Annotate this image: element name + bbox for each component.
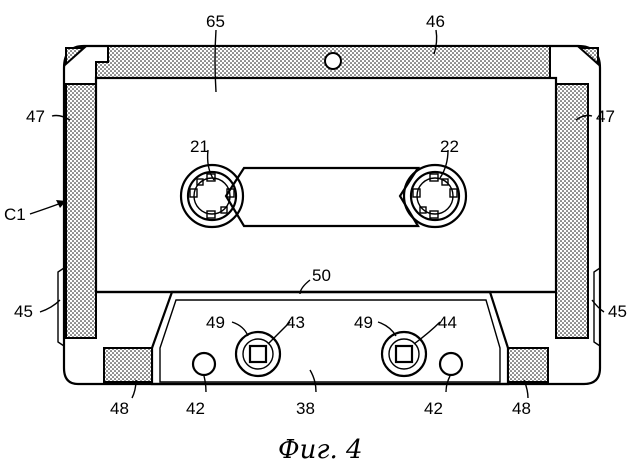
label-47-right: 47: [596, 107, 615, 126]
reel-hub-left: [179, 163, 245, 229]
label-47-left: 47: [26, 107, 45, 126]
bottom-block-left: [103, 347, 153, 383]
bottom-block-right: [507, 347, 549, 383]
label-22: 22: [440, 137, 459, 156]
reel-hub-right: [402, 163, 468, 229]
right-notch: [593, 267, 601, 347]
guide-hole-right: [438, 351, 464, 377]
label-45-right: 45: [608, 302, 627, 321]
leader-lines: [39, 29, 605, 399]
label-49-right: 49: [354, 313, 373, 332]
label-45-left: 45: [14, 302, 33, 321]
label-65: 65: [206, 12, 225, 31]
guide-hole-left: [191, 351, 217, 377]
label-48-right: 48: [512, 399, 531, 418]
left-strip: [65, 83, 97, 339]
left-notch: [57, 267, 65, 347]
label-44: 44: [438, 313, 457, 332]
head-access-inner: [159, 299, 501, 383]
corner-top-left: [65, 47, 87, 67]
label-21: 21: [190, 137, 209, 156]
cassette-outline: [62, 44, 602, 386]
c1-arrowhead: [56, 200, 66, 208]
figure-caption: Фиг. 4: [278, 435, 363, 465]
label-C1: C1: [4, 205, 26, 224]
label-38: 38: [296, 399, 315, 418]
tape-window: [224, 166, 421, 228]
label-area: [94, 76, 558, 294]
label-42-left: 42: [186, 399, 205, 418]
label-43: 43: [286, 313, 305, 332]
label-48-left: 48: [110, 399, 129, 418]
top-hole: [324, 52, 342, 70]
label-49-left: 49: [206, 313, 225, 332]
label-46: 46: [426, 12, 445, 31]
head-access-area: [150, 290, 510, 386]
top-strip: [95, 45, 551, 79]
corner-top-right: [577, 47, 599, 67]
right-strip: [555, 83, 589, 339]
capstan-hole-right: [380, 330, 428, 378]
capstan-hole-left: [234, 330, 282, 378]
label-50: 50: [312, 266, 331, 285]
label-42-right: 42: [424, 399, 443, 418]
